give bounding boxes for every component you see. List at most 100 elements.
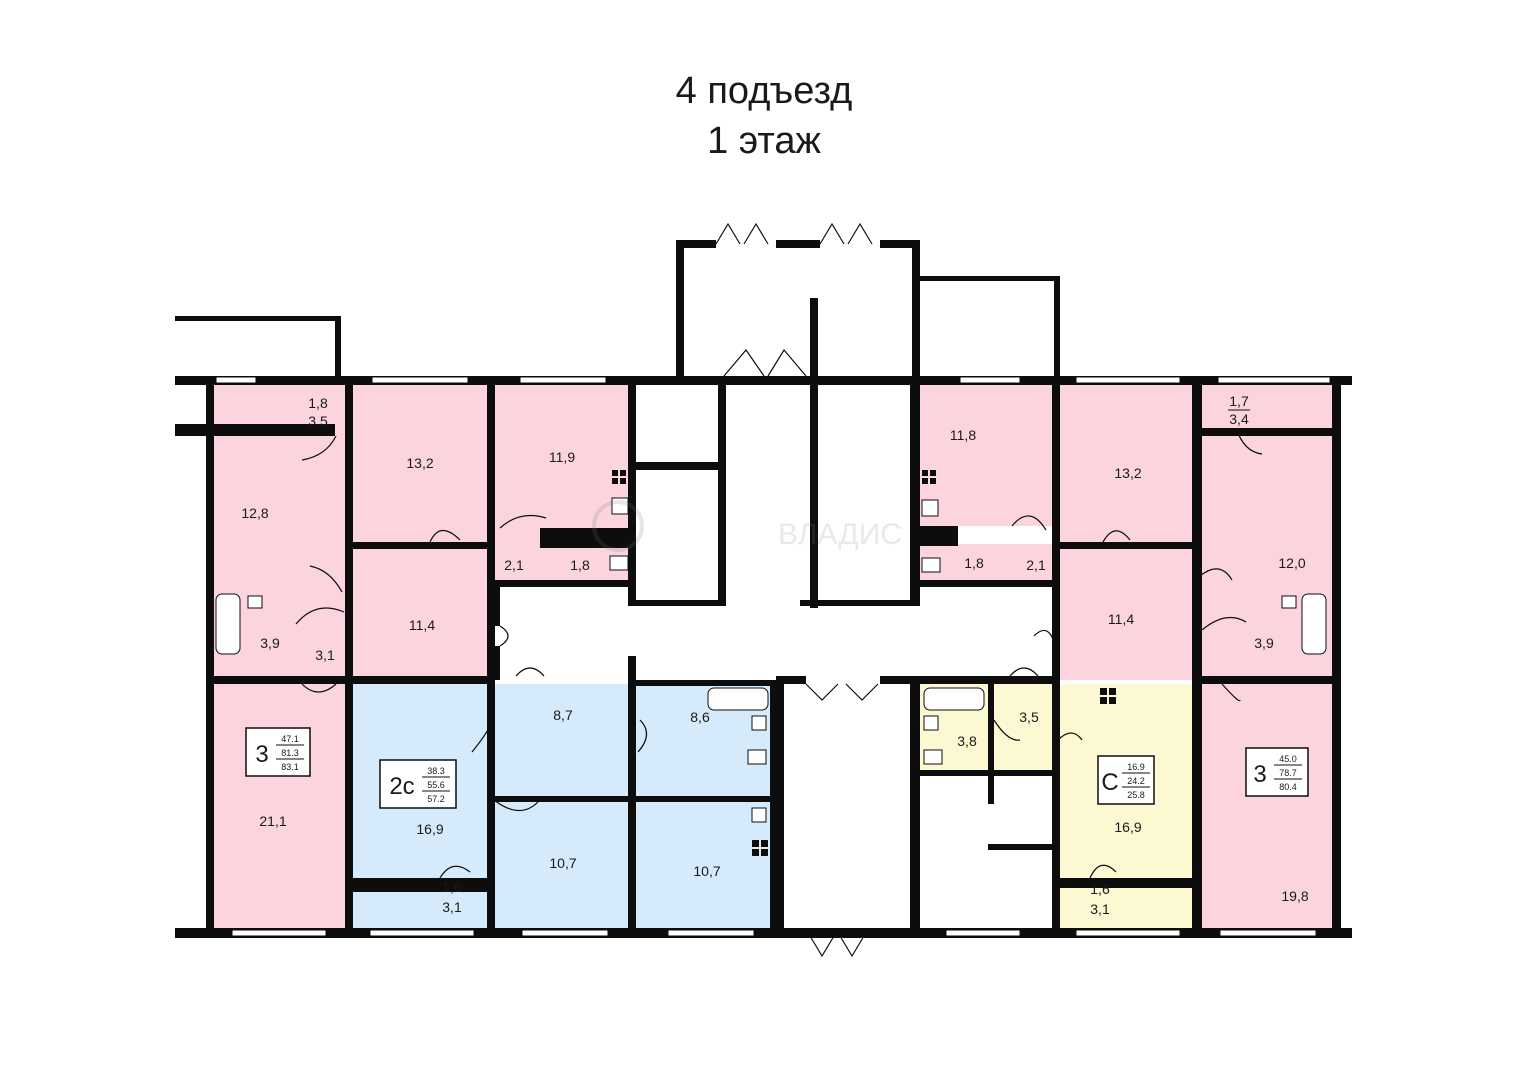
room-fill	[918, 544, 1058, 584]
wall	[492, 646, 500, 680]
wall	[988, 684, 994, 774]
room-area-label: 12,8	[241, 505, 268, 521]
wall	[988, 844, 1058, 850]
room-area-label: 8,6	[690, 709, 710, 725]
wall	[1058, 542, 1198, 549]
window	[1219, 929, 1317, 937]
sink	[247, 595, 263, 609]
badge-rooms: 2с	[389, 773, 414, 800]
room-area-label: 2,1	[504, 557, 524, 573]
stove-icon	[922, 470, 936, 484]
window	[959, 376, 1021, 384]
badge-total-balcony: 83.1	[281, 762, 299, 772]
room-area-label: 2,1	[1026, 557, 1046, 573]
badge-living: 45.0	[1279, 754, 1297, 764]
wall	[1198, 428, 1338, 436]
wall	[636, 462, 720, 470]
wall	[676, 240, 716, 248]
wall	[918, 276, 1058, 281]
wall	[910, 684, 920, 938]
room-area-label: 11,9	[549, 449, 575, 465]
room-fill	[352, 384, 492, 548]
watermark-logo-icon	[592, 500, 644, 552]
badge-living: 38.3	[427, 766, 445, 776]
wall	[1054, 276, 1060, 380]
room-area-label: 10,7	[549, 855, 576, 871]
badge-frame	[379, 759, 457, 809]
room-area-label: 3,9	[1254, 635, 1274, 651]
door	[809, 935, 865, 958]
window	[667, 929, 755, 937]
door	[993, 719, 1021, 741]
wall	[1198, 676, 1338, 684]
wall	[776, 240, 820, 248]
window	[945, 929, 1021, 937]
apartment-badge-3-right: 3 45.0 78.7 80.4	[1245, 747, 1309, 797]
wall	[540, 528, 630, 548]
door	[1199, 568, 1233, 581]
room-fill	[1198, 684, 1332, 930]
badge-living: 47.1	[281, 734, 299, 744]
wall	[770, 684, 784, 938]
window	[519, 376, 607, 384]
door	[295, 607, 345, 625]
door	[723, 348, 807, 377]
wall	[335, 316, 341, 378]
toilet	[747, 749, 767, 765]
badge-total: 24.2	[1127, 776, 1145, 786]
room-fill	[1058, 684, 1198, 930]
room-area-label: 16,9	[416, 821, 443, 837]
room-fill	[210, 684, 348, 930]
wall	[345, 676, 495, 684]
wall	[918, 580, 1058, 587]
room-area-label: 3,1	[442, 899, 462, 915]
door	[309, 565, 343, 593]
window	[521, 929, 609, 937]
room-area-label: 10,7	[693, 863, 720, 879]
door	[715, 222, 769, 245]
room-fill	[352, 548, 492, 680]
room-area-label: 3,1	[1090, 901, 1110, 917]
bathtub	[707, 687, 769, 711]
room-fill	[492, 384, 630, 584]
badge-rooms: С	[1101, 769, 1118, 796]
room-area-label: 3,8	[957, 733, 977, 749]
door	[429, 529, 461, 543]
wall	[495, 580, 635, 587]
window	[1075, 376, 1181, 384]
door	[805, 683, 879, 701]
wall	[910, 376, 920, 606]
apartment-badge-3-left: 3 47.1 81.3 83.1	[245, 727, 311, 777]
door	[1089, 864, 1117, 879]
badge-frame	[1097, 755, 1155, 805]
wall	[1058, 878, 1198, 888]
sink	[751, 715, 767, 731]
wall	[1332, 376, 1341, 938]
doors	[295, 222, 1263, 958]
room-area-label: 13,2	[406, 455, 433, 471]
door	[301, 683, 337, 693]
badge-total: 78.7	[1279, 768, 1297, 778]
wall	[912, 240, 920, 380]
badge-frame	[1245, 747, 1309, 797]
door	[439, 865, 471, 879]
walls	[175, 240, 1352, 938]
wall	[628, 676, 636, 686]
toilet	[609, 555, 629, 571]
wall	[206, 676, 352, 684]
bathtub	[923, 687, 985, 711]
stove-icon	[612, 470, 626, 484]
room-area-label: 1,8	[308, 395, 328, 411]
fixtures	[215, 497, 1327, 823]
window	[371, 376, 469, 384]
wall	[487, 376, 495, 938]
page-subtitle: 1 этаж	[707, 120, 821, 162]
room-area-label: 16,9	[1114, 819, 1141, 835]
bathtub	[215, 593, 241, 655]
wall	[918, 526, 958, 546]
room-area-label: 1,6	[1090, 881, 1110, 897]
door	[819, 222, 873, 245]
room-area-label: 1,6	[442, 879, 462, 895]
